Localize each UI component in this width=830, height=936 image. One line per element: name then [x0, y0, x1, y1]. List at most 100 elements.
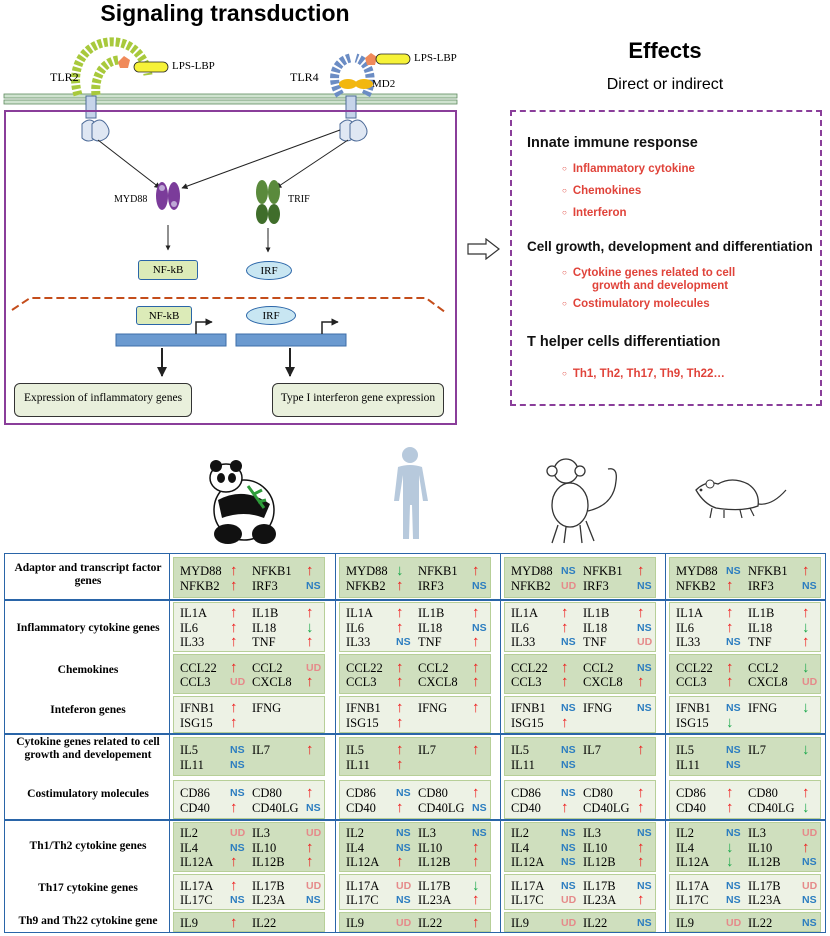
gene-entry: IL17C	[676, 893, 709, 908]
not-significant-mark: NS	[637, 827, 652, 840]
undetected-mark: UD	[230, 827, 246, 840]
up-arrow-icon: ↑	[637, 854, 645, 871]
gene-entry: CXCL8	[418, 675, 458, 690]
up-arrow-icon: ↑	[230, 619, 238, 636]
gene-entry: IL22	[418, 916, 442, 931]
effects-item-chemokines: Chemokines	[562, 185, 641, 197]
up-arrow-icon: ↑	[230, 605, 238, 622]
gene-name: IL18	[252, 620, 277, 635]
effects-subtitle: Direct or indirect	[606, 76, 724, 93]
not-significant-mark: NS	[396, 636, 411, 649]
gene-entry: MYD88	[180, 564, 222, 579]
gene-name: CXCL8	[748, 675, 788, 689]
up-arrow-icon: ↑	[637, 605, 645, 622]
gene-entry: IL12B	[748, 855, 781, 870]
gene-name: IL22	[583, 915, 608, 930]
gene-entry: IL10	[583, 841, 607, 856]
gene-name: ISG15	[511, 715, 544, 730]
gene-entry: IL2	[180, 826, 198, 841]
down-arrow-icon: ↓	[802, 799, 810, 816]
gene-name: IL12A	[511, 855, 545, 870]
gene-name: IL17A	[511, 878, 545, 893]
gene-entry: IL4	[676, 841, 694, 856]
gene-entry: NFKB2	[511, 579, 551, 594]
gene-name: IL7	[748, 743, 767, 757]
gene-entry: IL3	[252, 826, 270, 841]
up-arrow-icon: ↑	[726, 605, 734, 622]
up-arrow-icon: ↑	[396, 742, 404, 758]
not-significant-mark: NS	[637, 879, 652, 892]
gene-name: NFKB2	[180, 578, 220, 593]
gene-name: IL33	[511, 635, 536, 650]
gene-name: ISG15	[676, 715, 709, 730]
gene-entry: IL17B	[748, 879, 781, 894]
gene-name: CCL2	[418, 660, 449, 675]
up-arrow-icon: ↑	[726, 785, 734, 801]
up-arrow-icon: ↑	[561, 799, 569, 816]
not-significant-mark: NS	[637, 702, 652, 714]
gene-entry: IL17A	[346, 879, 379, 894]
md2-label: MD2	[372, 78, 396, 90]
gene-name: IL6	[180, 620, 199, 635]
section-divider	[5, 819, 825, 821]
gene-entry: MYD88	[346, 564, 388, 579]
effects-frame	[510, 110, 822, 406]
gene-name: IL7	[418, 743, 437, 757]
gene-name: IL17B	[418, 878, 451, 893]
gene-entry: ISG15	[676, 716, 709, 731]
expression-cell: IL5↑IL7↑IL11↑	[339, 737, 491, 776]
signaling-pathway-diagram	[3, 37, 458, 377]
gene-name: CCL2	[252, 660, 283, 675]
up-arrow-icon: ↑	[802, 785, 810, 801]
right-arrow-icon	[467, 238, 500, 260]
trif-label: TRIF	[288, 194, 310, 205]
gene-name: IL18	[583, 620, 608, 635]
tlr4-label: TLR4	[290, 70, 319, 84]
not-significant-mark: NS	[561, 841, 576, 854]
gene-entry: IL12A	[180, 855, 213, 870]
gene-entry: IL23A	[418, 893, 451, 908]
up-arrow-icon: ↑	[561, 714, 569, 731]
gene-entry: IFNG	[583, 701, 612, 716]
gene-entry: MYD88	[511, 564, 553, 579]
undetected-mark: UD	[306, 879, 322, 892]
undetected-mark: UD	[726, 916, 742, 929]
gene-name: IRF3	[252, 578, 278, 593]
category-label: Inteferon genes	[50, 704, 126, 716]
not-significant-mark: NS	[561, 827, 576, 840]
gene-entry: IL10	[748, 841, 772, 856]
gene-entry: IL6	[180, 621, 198, 636]
gene-entry: IL12A	[346, 855, 379, 870]
gene-name: CCL3	[346, 675, 377, 689]
gene-name: CD86	[346, 786, 376, 800]
gene-name: IFNG	[252, 701, 282, 715]
gene-entry: IL5	[346, 743, 364, 758]
gene-entry: IL17A	[676, 879, 709, 894]
gene-name: TNF	[583, 635, 607, 650]
gene-name: IL10	[252, 840, 277, 855]
gene-name: CCL22	[676, 660, 713, 675]
tlr2-receptor-icon	[71, 37, 169, 142]
up-arrow-icon: ↑	[306, 854, 314, 871]
effects-item-cytokine-growth: Cytokine genes related to cell	[562, 267, 735, 279]
effects-item-inflammatory-cytokine: Inflammatory cytokine	[562, 163, 695, 175]
undetected-mark: UD	[802, 827, 818, 840]
gene-entry: CD80	[748, 786, 778, 801]
gene-entry: CD40	[180, 801, 210, 816]
gene-entry: CD86	[346, 786, 376, 801]
gene-entry: IL23A	[748, 893, 781, 908]
up-arrow-icon: ↑	[306, 839, 314, 856]
gene-name: IL22	[252, 915, 277, 930]
up-arrow-icon: ↑	[472, 674, 480, 690]
gene-entry: IL1A	[511, 606, 538, 621]
gene-name: CXCL8	[583, 675, 623, 689]
up-arrow-icon: ↑	[230, 634, 238, 651]
up-arrow-icon: ↑	[561, 659, 569, 676]
up-arrow-icon: ↑	[637, 674, 645, 690]
not-significant-mark: NS	[726, 894, 741, 906]
